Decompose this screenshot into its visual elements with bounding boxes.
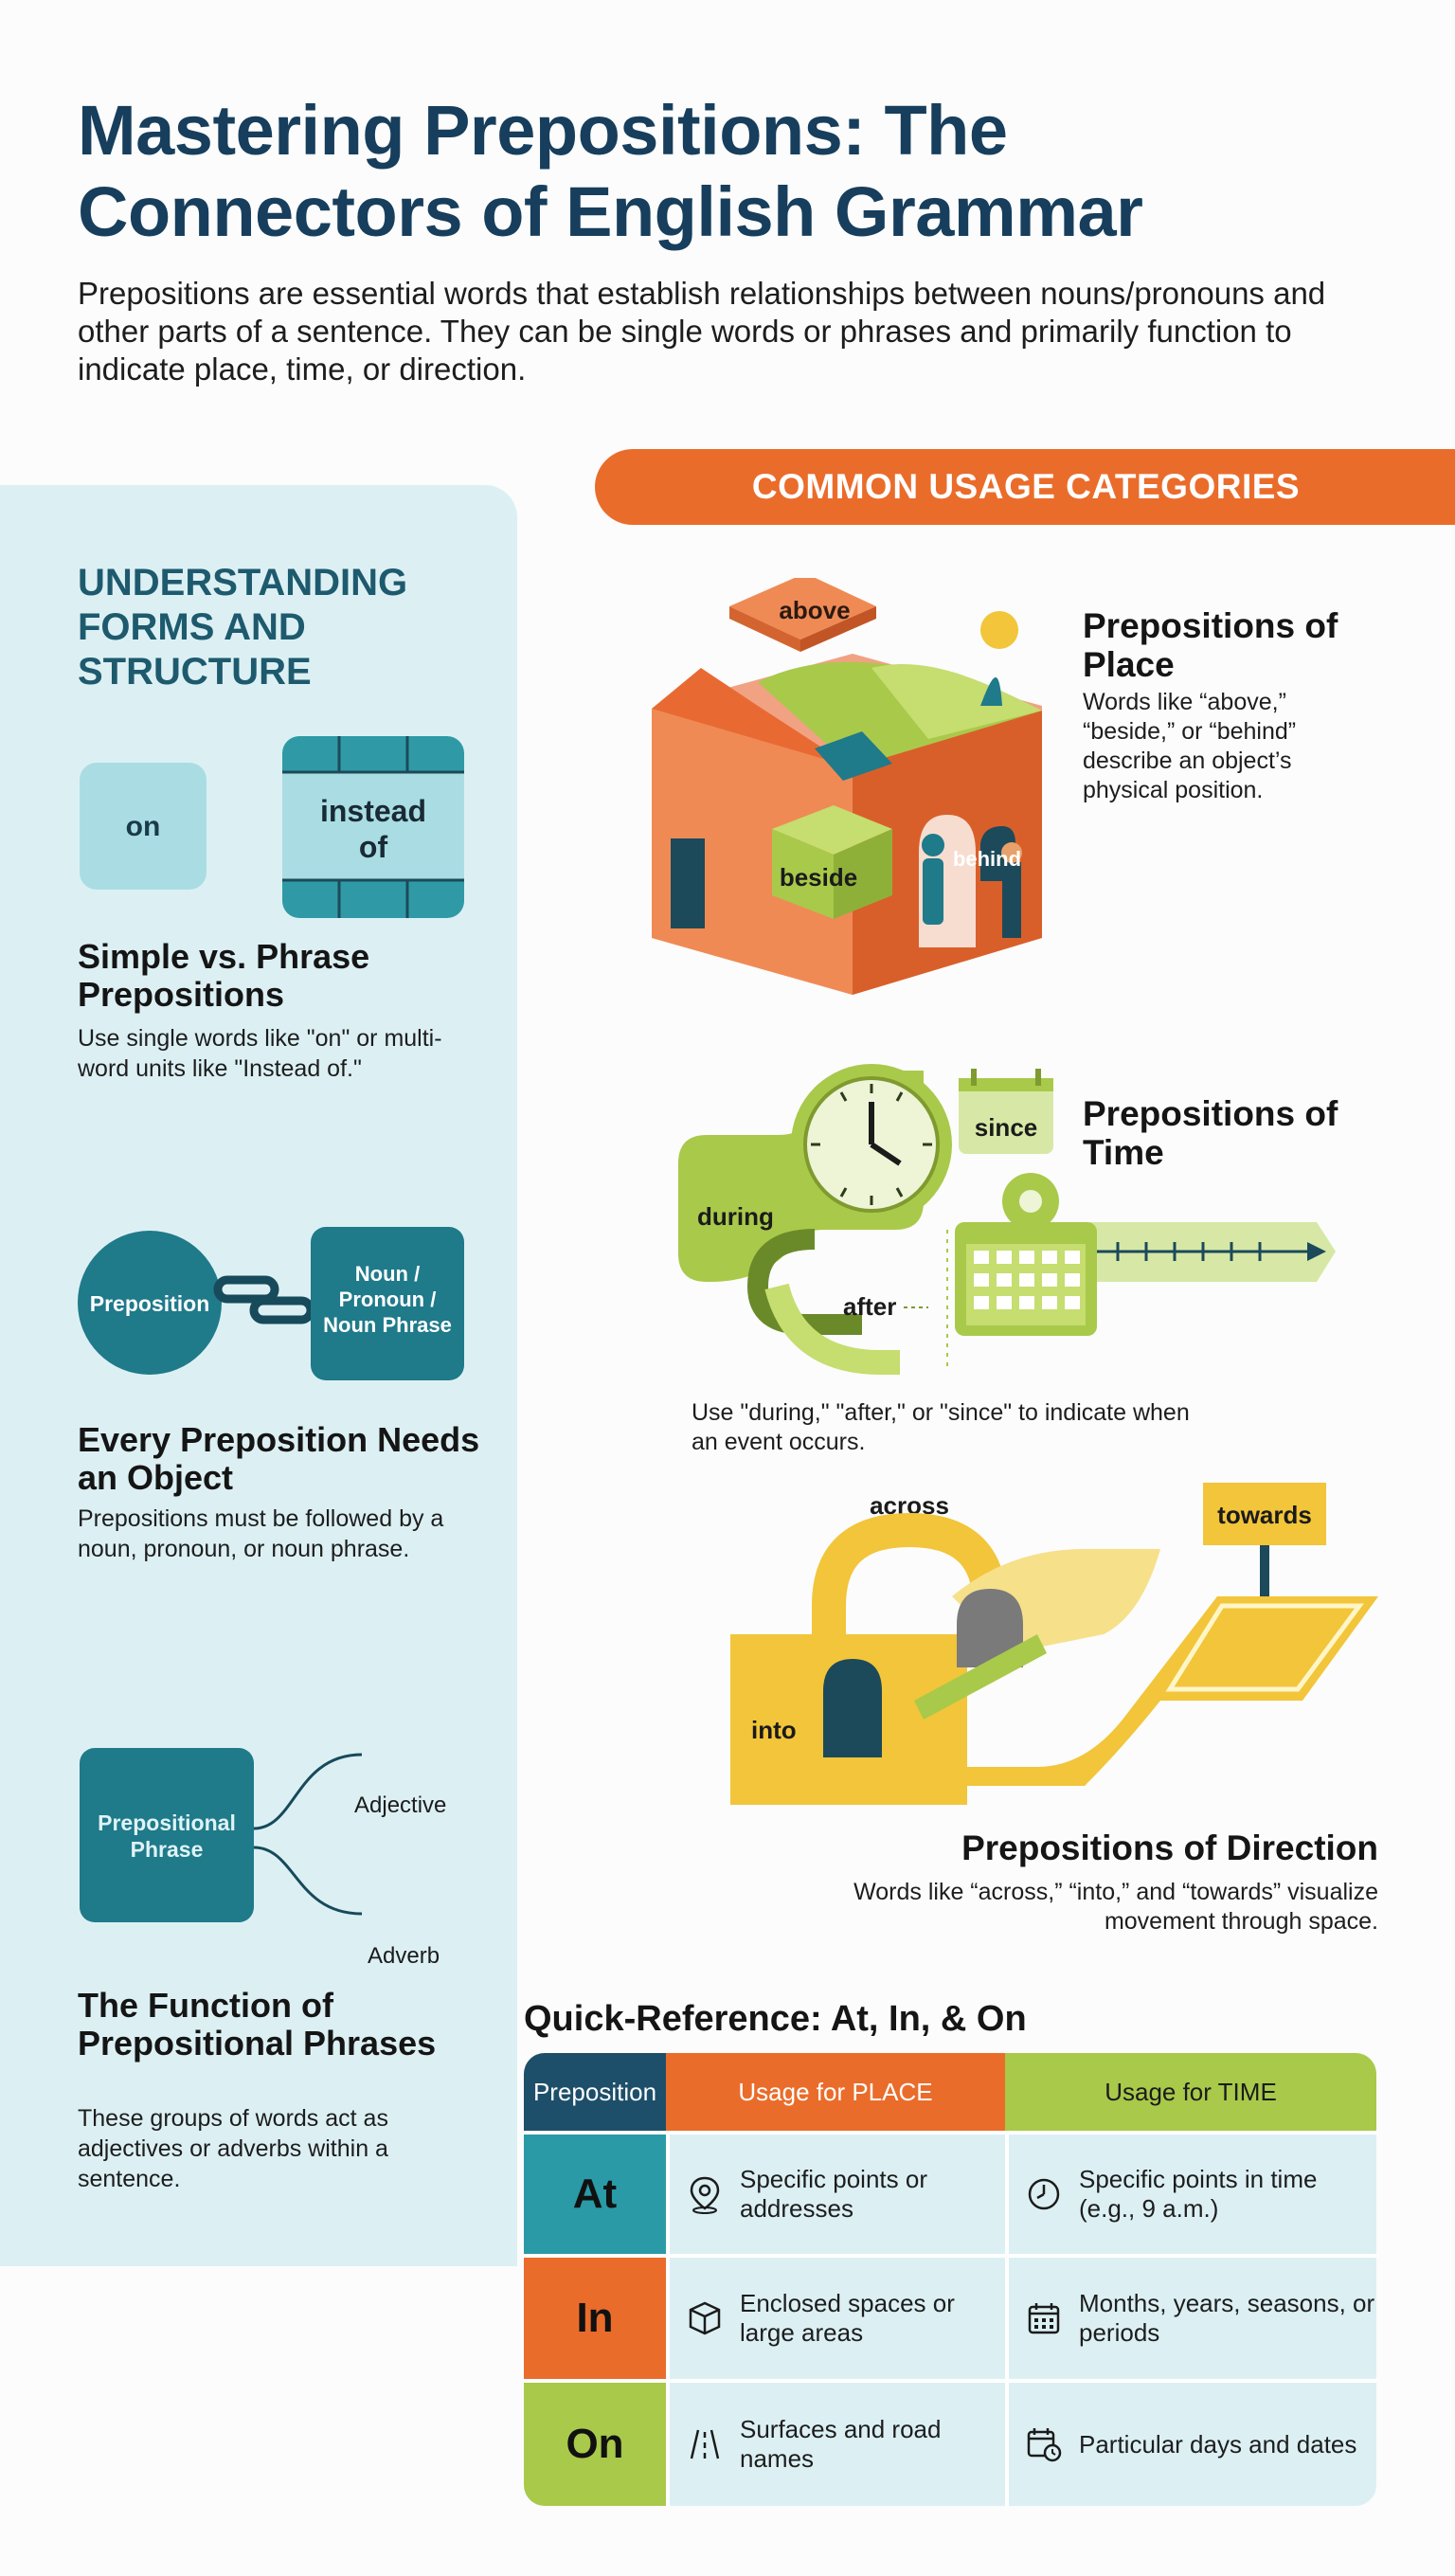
beside-box-top	[772, 805, 892, 855]
after-label: after	[843, 1292, 896, 1321]
time-heading: Prepositions of Time	[1083, 1094, 1338, 1172]
into-label: into	[751, 1716, 797, 1744]
object-label-1: Noun /	[355, 1262, 420, 1286]
function-text: These groups of words act as adjectives …	[78, 2105, 388, 2192]
road-icon	[690, 2429, 720, 2459]
time-illustration: since during after	[678, 1064, 1336, 1375]
prep-at: At	[524, 2131, 666, 2254]
phrase-box-label-2: Phrase	[131, 1837, 204, 1862]
phrase-word-label-2: of	[359, 830, 388, 864]
prep-on: On	[524, 2379, 666, 2506]
signpost	[1260, 1530, 1269, 1596]
place-illustration: above beside behind	[652, 578, 1042, 995]
in-place-text: Enclosed spaces or large areas	[740, 2289, 955, 2347]
prepositional-phrase-graphic: Prepositional Phrase Adjective Adverb	[80, 1748, 446, 1969]
map-pin-icon	[690, 2176, 720, 2214]
in-time-cell: Months, years, seasons, or periods	[1005, 2254, 1376, 2379]
across-arc	[812, 1512, 1007, 1648]
person-behind-icon	[923, 858, 943, 925]
at-time-text: Specific points in time (e.g., 9 a.m.)	[1079, 2165, 1318, 2223]
beside-label: beside	[780, 863, 857, 892]
across-path	[914, 1634, 1047, 1720]
on-place-text: Surfaces and road names	[740, 2415, 942, 2473]
branch-adverb-label: Adverb	[368, 1943, 440, 1969]
preposition-circle	[78, 1231, 222, 1375]
box-icon	[689, 2301, 721, 2335]
towards-label: towards	[1217, 1501, 1312, 1529]
beside-box	[772, 829, 834, 919]
object-label-2: Pronoun /	[339, 1288, 437, 1311]
header-preposition: Preposition	[524, 2053, 666, 2131]
behind-label: behind	[953, 847, 1021, 871]
on-place-cell: Surfaces and road names	[666, 2379, 1005, 2506]
time-text: Use "during," "after," or "since" to ind…	[692, 1399, 1190, 1455]
at-place-cell: Specific points or addresses	[666, 2131, 1005, 2254]
towards-sign	[1203, 1483, 1326, 1545]
preposition-object-chain-graphic: Preposition Noun / Pronoun / Noun Phrase	[78, 1227, 464, 1380]
at-time-cell: Specific points in time (e.g., 9 a.m.)	[1005, 2131, 1376, 2254]
chain-link-icon	[213, 1275, 279, 1304]
simple-vs-phrase-text: Use single words like "on" or multi-word…	[78, 1025, 442, 1082]
above-label: above	[779, 596, 850, 624]
usage-categories-banner: COMMON USAGE CATEGORIES	[595, 449, 1455, 525]
sun-icon	[980, 611, 1018, 649]
at-place-text: Specific points or addresses	[740, 2165, 927, 2223]
simple-vs-phrase-heading: Simple vs. Phrase Prepositions	[78, 937, 370, 1014]
simple-word-label: on	[126, 811, 161, 842]
direction-illustration: across into towards	[730, 1483, 1378, 1805]
drop-icon	[980, 677, 1002, 706]
object-heading: Every Preposition Needs an Object	[78, 1420, 480, 1497]
person-standing-icon	[1002, 862, 1021, 938]
branch-adjective-label: Adjective	[354, 1792, 446, 1818]
calendar-icon	[1028, 2303, 1060, 2334]
forms-heading: UNDERSTANDING FORMS AND STRUCTURE	[78, 562, 408, 693]
function-heading: The Function of Prepositional Phrases	[78, 1986, 437, 2063]
direction-heading: Prepositions of Direction	[961, 1828, 1378, 1867]
clock-icon	[1028, 2178, 1060, 2210]
place-text: Words like “above,” “beside,” or “behind…	[1083, 689, 1297, 803]
prep-in: In	[524, 2254, 666, 2379]
branch-line-adjective	[253, 1753, 363, 1830]
intro-paragraph: Prepositions are essential words that es…	[78, 276, 1326, 387]
on-time-text: Particular days and dates	[1079, 2429, 1357, 2459]
header-place: Usage for PLACE	[666, 2053, 1005, 2131]
above-tile	[729, 578, 876, 639]
object-text: Prepositions must be followed by a noun,…	[78, 1505, 444, 1562]
doorway	[823, 1659, 882, 1757]
object-box	[311, 1227, 464, 1380]
during-label: during	[697, 1202, 774, 1231]
phrase-word-label-1: instead	[320, 794, 426, 828]
house-door	[671, 838, 705, 928]
calendar-clock-icon	[1027, 2428, 1062, 2462]
page-title: Mastering Prepositions: The Connectors o…	[78, 91, 1143, 251]
preposition-circle-label: Preposition	[90, 1291, 210, 1316]
on-time-cell: Particular days and dates	[1005, 2379, 1376, 2506]
in-time-text: Months, years, seasons, or periods	[1079, 2289, 1375, 2347]
quick-reference-heading: Quick-Reference: At, In, & On	[524, 1999, 1027, 2039]
header-time: Usage for TIME	[1005, 2053, 1376, 2131]
branch-line-adverb	[253, 1846, 363, 1916]
direction-text: Words like “across,” “into,” and “toward…	[853, 1879, 1378, 1935]
prepositional-phrase-box	[80, 1748, 254, 1922]
since-label: since	[975, 1113, 1038, 1142]
simple-word-box	[80, 763, 207, 890]
object-label-3: Noun Phrase	[323, 1313, 452, 1337]
place-heading: Prepositions of Place	[1083, 606, 1338, 684]
phrase-box-label-1: Prepositional	[98, 1810, 236, 1835]
in-place-cell: Enclosed spaces or large areas	[666, 2254, 1005, 2379]
since-calendar-icon	[959, 1078, 1053, 1154]
towards-road	[952, 1596, 1378, 1786]
simple-phrase-graphic: on instead of	[80, 736, 464, 918]
quick-reference-table: Preposition Usage for PLACE Usage for TI…	[524, 2053, 1376, 2506]
